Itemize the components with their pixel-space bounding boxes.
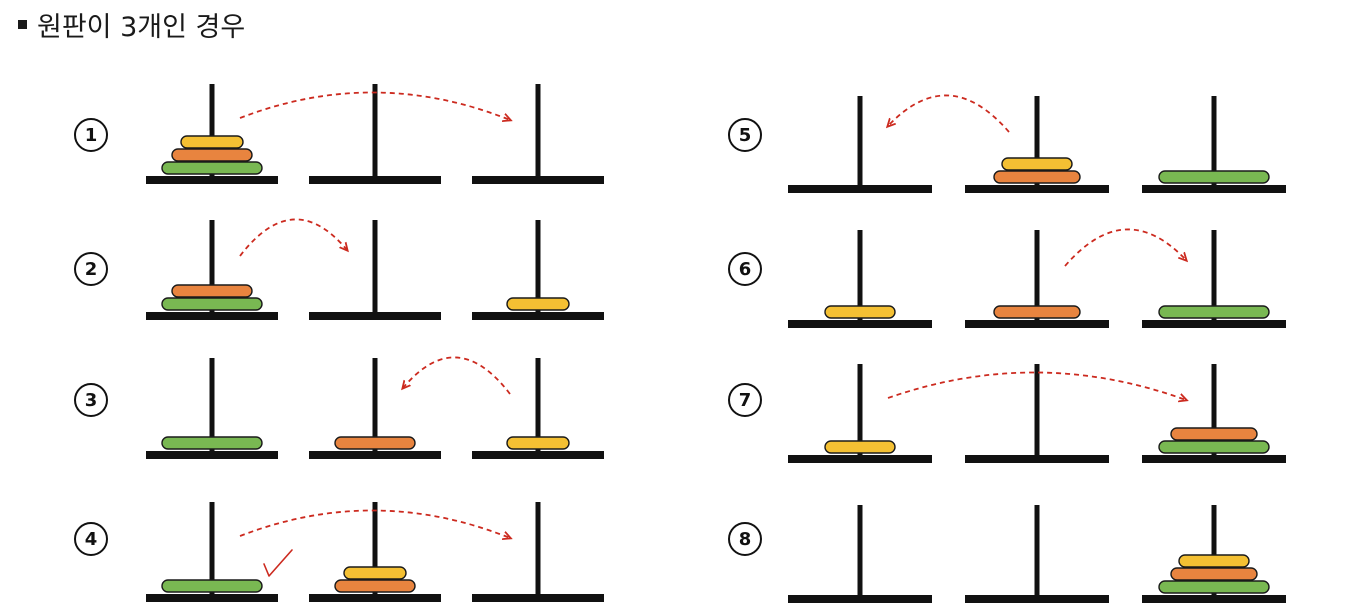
peg-pole — [1034, 505, 1040, 599]
peg-pole — [209, 358, 215, 455]
peg-pole — [1034, 230, 1040, 324]
peg-pole — [857, 505, 863, 599]
peg-pole — [209, 502, 215, 598]
disk-small — [1178, 554, 1250, 568]
peg-pole — [372, 502, 378, 598]
disk-large — [161, 579, 263, 593]
peg-pole — [535, 358, 541, 455]
peg-pole — [857, 96, 863, 189]
disk-medium — [1170, 427, 1258, 441]
step-8 — [788, 505, 1286, 603]
disk-small — [506, 297, 570, 311]
move-arrow — [239, 218, 347, 257]
title-text: 원판이 3개인 경우 — [37, 11, 246, 43]
disk-medium — [993, 170, 1081, 184]
peg-pole — [535, 502, 541, 598]
disk-large — [1158, 580, 1270, 594]
peg-pole — [1034, 364, 1040, 459]
move-arrow — [403, 356, 511, 395]
peg-pole — [1211, 505, 1217, 599]
disk-medium — [171, 148, 253, 162]
move-arrow — [1064, 228, 1186, 267]
disk-medium — [993, 305, 1081, 319]
peg-pole — [1211, 96, 1217, 189]
step-5 — [788, 94, 1286, 193]
peg-pole — [857, 230, 863, 324]
check-mark-icon — [263, 549, 293, 577]
move-arrow — [887, 371, 1186, 400]
step-label-4: 4 — [74, 522, 108, 556]
disk-large — [1158, 440, 1270, 454]
disk-medium — [1170, 567, 1258, 581]
step-7 — [788, 364, 1286, 463]
step-label-5: 5 — [728, 118, 762, 152]
step-label-1: 1 — [74, 118, 108, 152]
bullet-icon — [18, 19, 27, 29]
disk-large — [1158, 305, 1270, 319]
step-label-2: 2 — [74, 252, 108, 286]
step-label-8: 8 — [728, 522, 762, 556]
step-label-6: 6 — [728, 252, 762, 286]
peg-pole — [372, 84, 378, 180]
step-1 — [146, 84, 604, 184]
disk-large — [161, 161, 263, 175]
disk-small — [506, 436, 570, 450]
step-6 — [788, 228, 1286, 328]
disk-small — [824, 305, 896, 319]
disk-medium — [334, 579, 416, 593]
peg-pole — [372, 358, 378, 455]
move-arrow — [888, 94, 1010, 133]
move-arrow — [239, 509, 510, 538]
disk-small — [343, 566, 407, 580]
peg-pole — [857, 364, 863, 459]
step-label-3: 3 — [74, 383, 108, 417]
disk-large — [161, 297, 263, 311]
peg-pole — [535, 84, 541, 180]
disk-medium — [334, 436, 416, 450]
peg-pole — [209, 84, 215, 180]
step-2 — [146, 218, 604, 320]
step-4 — [146, 502, 604, 602]
step-label-7: 7 — [728, 383, 762, 417]
disk-large — [161, 436, 263, 450]
page-title: 원판이 3개인 경우 — [18, 2, 245, 46]
peg-pole — [372, 220, 378, 316]
peg-pole — [1211, 364, 1217, 459]
move-arrow — [239, 91, 510, 120]
peg-pole — [535, 220, 541, 316]
disk-medium — [171, 284, 253, 298]
disk-small — [180, 135, 244, 149]
disk-small — [1001, 157, 1073, 171]
disk-large — [1158, 170, 1270, 184]
peg-pole — [209, 220, 215, 316]
disk-small — [824, 440, 896, 454]
peg-pole — [1211, 230, 1217, 324]
peg-pole — [1034, 96, 1040, 189]
step-3 — [146, 356, 604, 459]
